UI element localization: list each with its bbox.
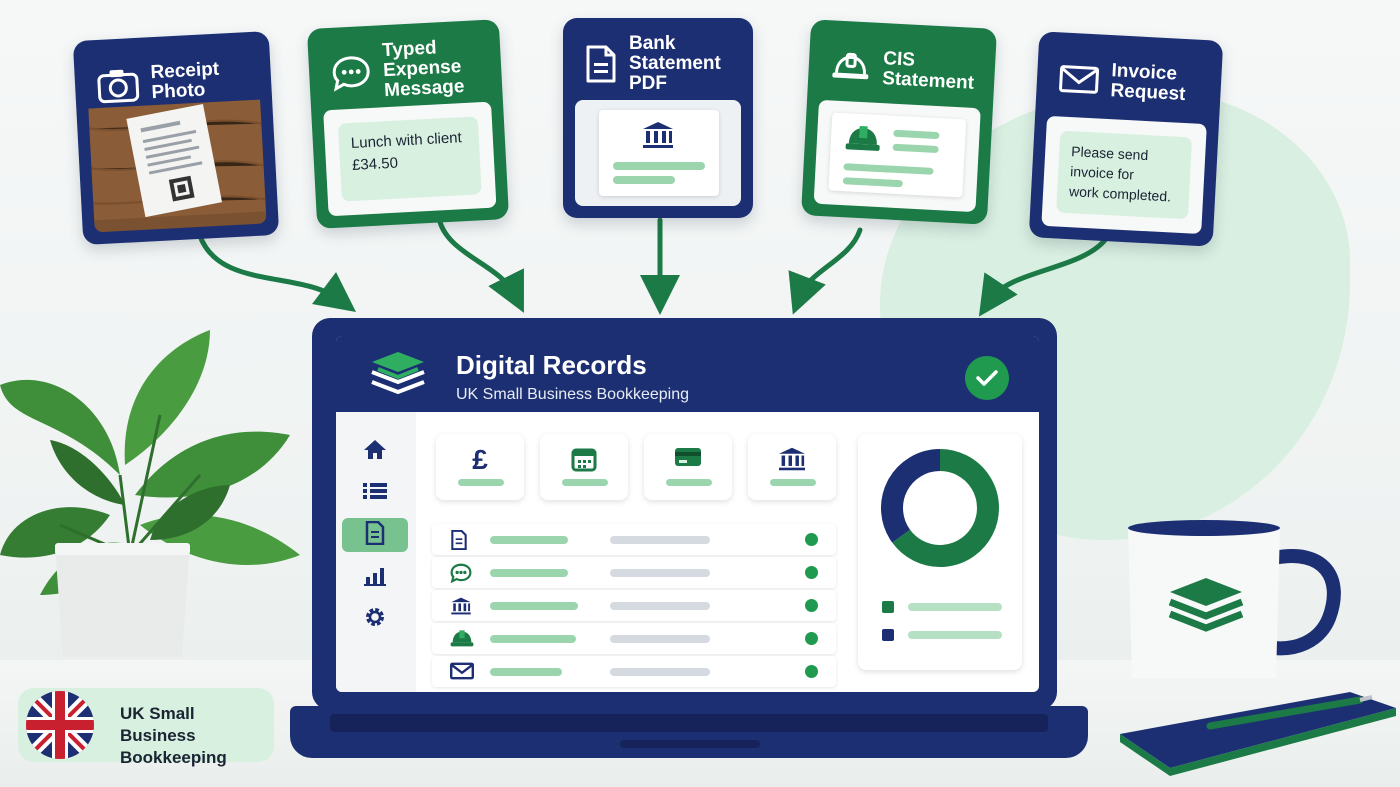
sidebar-item-documents[interactable] xyxy=(342,518,408,552)
app-sidebar xyxy=(336,412,416,692)
donut-chart xyxy=(881,449,999,567)
hard-hat-icon xyxy=(844,123,882,160)
stack-logo-icon xyxy=(370,350,426,403)
arrow-cis xyxy=(788,227,863,315)
list-item[interactable] xyxy=(432,656,836,687)
expense-message-body: Lunch with client £34.50 xyxy=(323,101,497,217)
receipt-photo-card[interactable]: Receipt Photo xyxy=(72,31,280,245)
invoice-request-body: Please send invoice for work completed. xyxy=(1041,115,1207,235)
tile-pounds[interactable]: £ xyxy=(436,434,524,500)
sidebar-item-home[interactable] xyxy=(342,434,408,468)
status-dot xyxy=(805,566,818,579)
laptop-trackpad xyxy=(620,740,760,748)
donut-segment xyxy=(892,449,999,567)
potted-plant xyxy=(0,330,300,657)
legend-item xyxy=(882,600,1012,614)
sidebar-item-reports[interactable] xyxy=(342,560,408,594)
card-title: CIS Statement xyxy=(881,48,975,94)
envelope-icon xyxy=(1058,63,1100,95)
document-icon xyxy=(365,520,385,550)
list-icon xyxy=(363,482,387,505)
sidebar-item-list[interactable] xyxy=(342,476,408,510)
document-icon xyxy=(450,529,468,555)
coffee-mug xyxy=(1128,520,1341,678)
app-subtitle: UK Small Business Bookkeeping xyxy=(456,386,690,403)
bank-icon xyxy=(450,596,472,621)
arrow-receipt xyxy=(197,233,357,312)
status-dot xyxy=(805,632,818,645)
status-dot xyxy=(805,533,818,546)
calendar-icon xyxy=(571,446,597,477)
expense-message-bubble: Lunch with client £34.50 xyxy=(337,116,482,202)
laptop-screen: Digital Records UK Small Business Bookke… xyxy=(312,318,1057,710)
laptop-keyboard xyxy=(330,714,1048,732)
pound-icon: £ xyxy=(472,444,488,475)
chat-icon xyxy=(330,54,372,92)
laptop-base xyxy=(290,706,1088,758)
receipt-photo xyxy=(88,99,267,233)
app-header: Digital Records UK Small Business Bookke… xyxy=(336,336,1039,412)
home-icon xyxy=(363,438,387,465)
invoice-message-bubble: Please send invoice for work completed. xyxy=(1056,130,1193,220)
bank-statement-card[interactable]: Bank Statement PDF xyxy=(563,18,753,218)
arrow-expense xyxy=(437,219,524,313)
bar-chart-icon xyxy=(364,564,386,591)
hard-hat-icon xyxy=(830,50,872,84)
donut-segment xyxy=(881,449,941,543)
list-item[interactable] xyxy=(432,590,836,621)
records-list xyxy=(432,524,836,689)
hard-hat-icon xyxy=(450,629,474,654)
notebook-with-pen xyxy=(1120,692,1396,776)
digital-records-app: Digital Records UK Small Business Bookke… xyxy=(336,336,1039,692)
summary-chart-panel xyxy=(858,434,1022,670)
legend-item xyxy=(882,628,1012,642)
gear-icon xyxy=(363,605,387,634)
camera-icon xyxy=(96,66,140,104)
card-title: Receipt Photo xyxy=(150,58,220,104)
list-item[interactable] xyxy=(432,557,836,588)
envelope-icon xyxy=(450,662,474,685)
tile-card[interactable] xyxy=(644,434,732,500)
bank-icon xyxy=(777,446,807,477)
chat-icon xyxy=(450,563,472,588)
uk-flag-icon xyxy=(26,691,94,759)
card-title: Invoice Request xyxy=(1109,60,1186,106)
card-title: Typed Expense Message xyxy=(381,37,465,102)
card-icon xyxy=(674,446,702,473)
tile-bank[interactable] xyxy=(748,434,836,500)
invoice-request-card[interactable]: Invoice Request Please send invoice for … xyxy=(1028,31,1224,247)
sidebar-item-settings[interactable] xyxy=(342,602,408,636)
uk-badge: UK Small Business Bookkeeping xyxy=(18,688,274,767)
card-title: Bank Statement PDF xyxy=(629,33,721,94)
status-dot xyxy=(805,599,818,612)
check-icon xyxy=(965,356,1009,400)
document-icon xyxy=(585,44,617,84)
typed-expense-card[interactable]: Typed Expense Message Lunch with client … xyxy=(306,19,510,229)
tile-calendar[interactable] xyxy=(540,434,628,500)
cis-statement-preview xyxy=(813,99,981,213)
cis-statement-card[interactable]: CIS Statement xyxy=(800,19,998,225)
app-title: Digital Records xyxy=(456,350,647,380)
receipt-image xyxy=(88,99,266,221)
list-item[interactable] xyxy=(432,623,836,654)
bank-icon xyxy=(641,120,675,155)
status-dot xyxy=(805,665,818,678)
list-item[interactable] xyxy=(432,524,836,555)
bank-statement-preview xyxy=(575,100,741,206)
badge-text: UK Small Business Bookkeeping xyxy=(120,704,227,767)
